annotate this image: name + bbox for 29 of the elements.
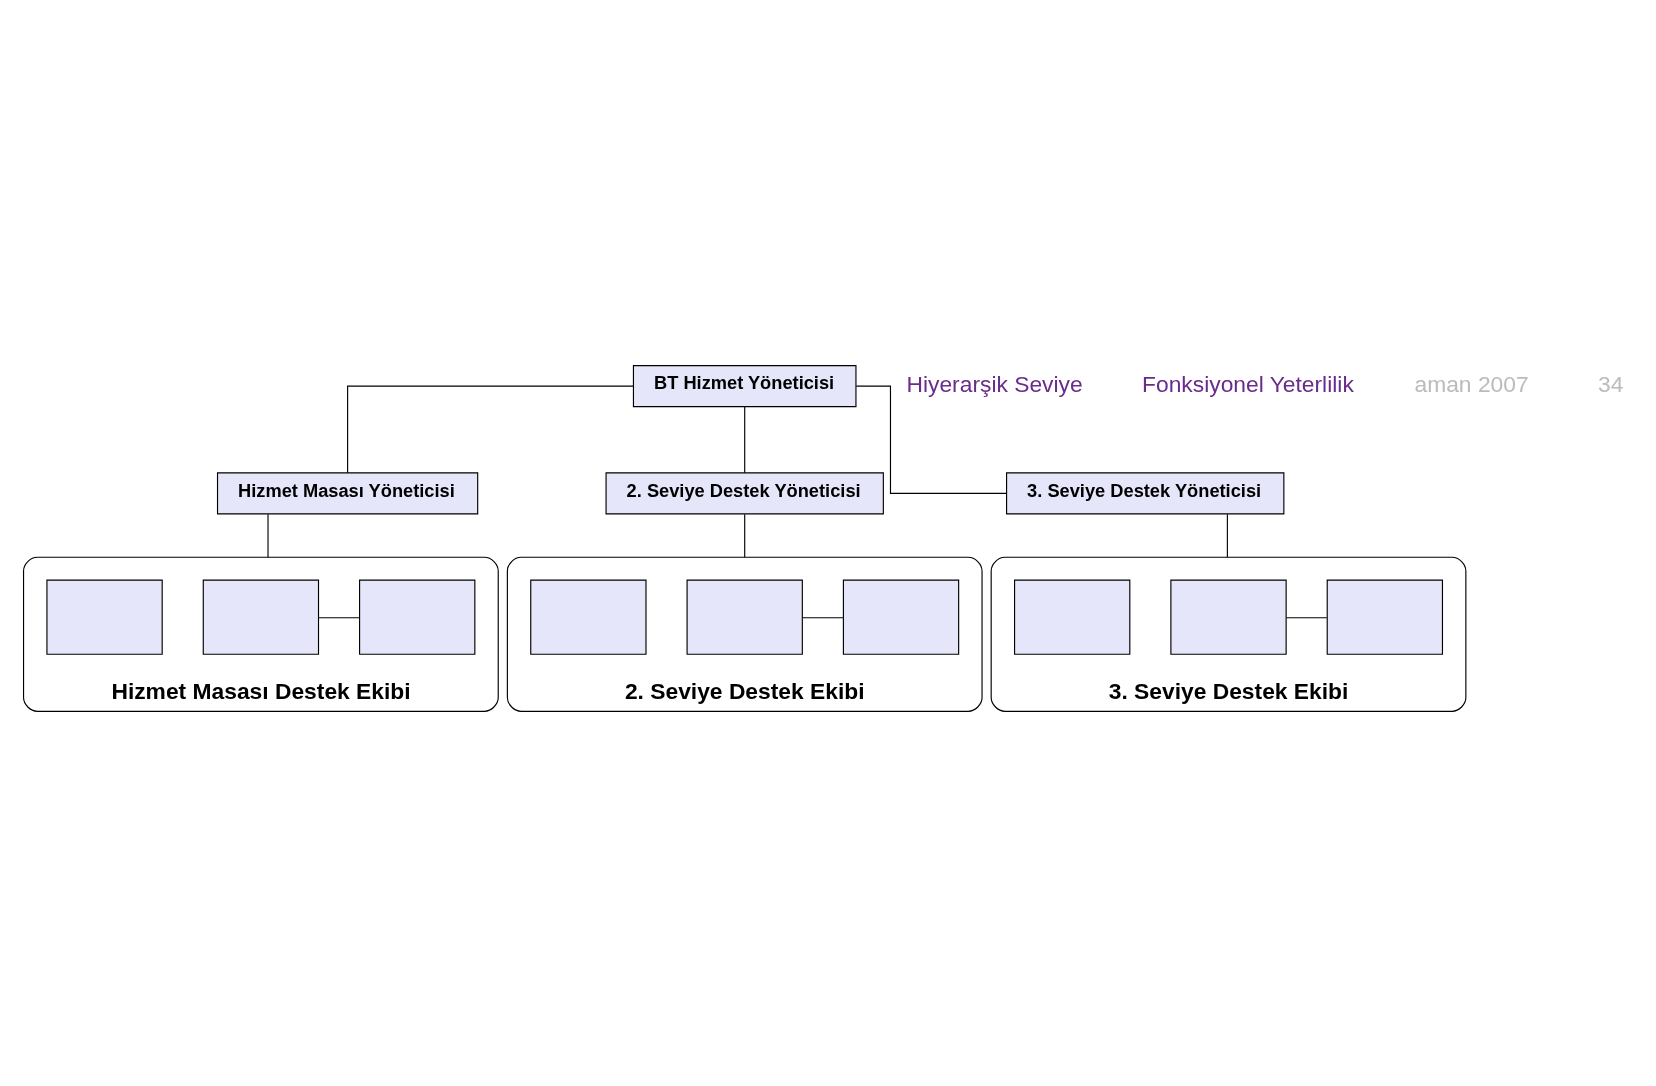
connector: [744, 406, 746, 474]
cluster: 2. Seviye Destek Ekibi: [506, 556, 983, 712]
connector: [801, 617, 844, 619]
label: aman 2007: [1414, 370, 1529, 397]
label: Hiyerarşik Seviye: [906, 370, 1083, 397]
connector: [744, 513, 746, 558]
cluster: Hizmet Masası Destek Ekibi: [23, 556, 499, 712]
cluster: 3. Seviye Destek Ekibi: [990, 556, 1467, 712]
node-box: [842, 579, 960, 655]
connector: [855, 385, 1007, 494]
connector: [1285, 617, 1328, 619]
node-box: [530, 579, 647, 655]
node-box: Hizmet Masası Yöneticisi: [216, 472, 479, 515]
node-box: [1014, 579, 1131, 655]
node-box: [686, 579, 803, 655]
connector: [267, 513, 269, 558]
node-box: [46, 579, 163, 655]
label: Fonksiyonel Yeterlilik: [1142, 370, 1354, 397]
node-box: 3. Seviye Destek Yöneticisi: [1006, 472, 1285, 515]
node-box: [1170, 579, 1287, 655]
node-box: [359, 579, 476, 655]
node-box: BT Hizmet Yöneticisi: [632, 365, 857, 408]
connector: [347, 385, 634, 474]
node-box: [202, 579, 320, 655]
label: 34: [1598, 370, 1624, 397]
connector: [318, 617, 360, 619]
connector: [1226, 513, 1228, 558]
node-box: 2. Seviye Destek Yöneticisi: [605, 472, 884, 515]
node-box: [1326, 579, 1444, 655]
